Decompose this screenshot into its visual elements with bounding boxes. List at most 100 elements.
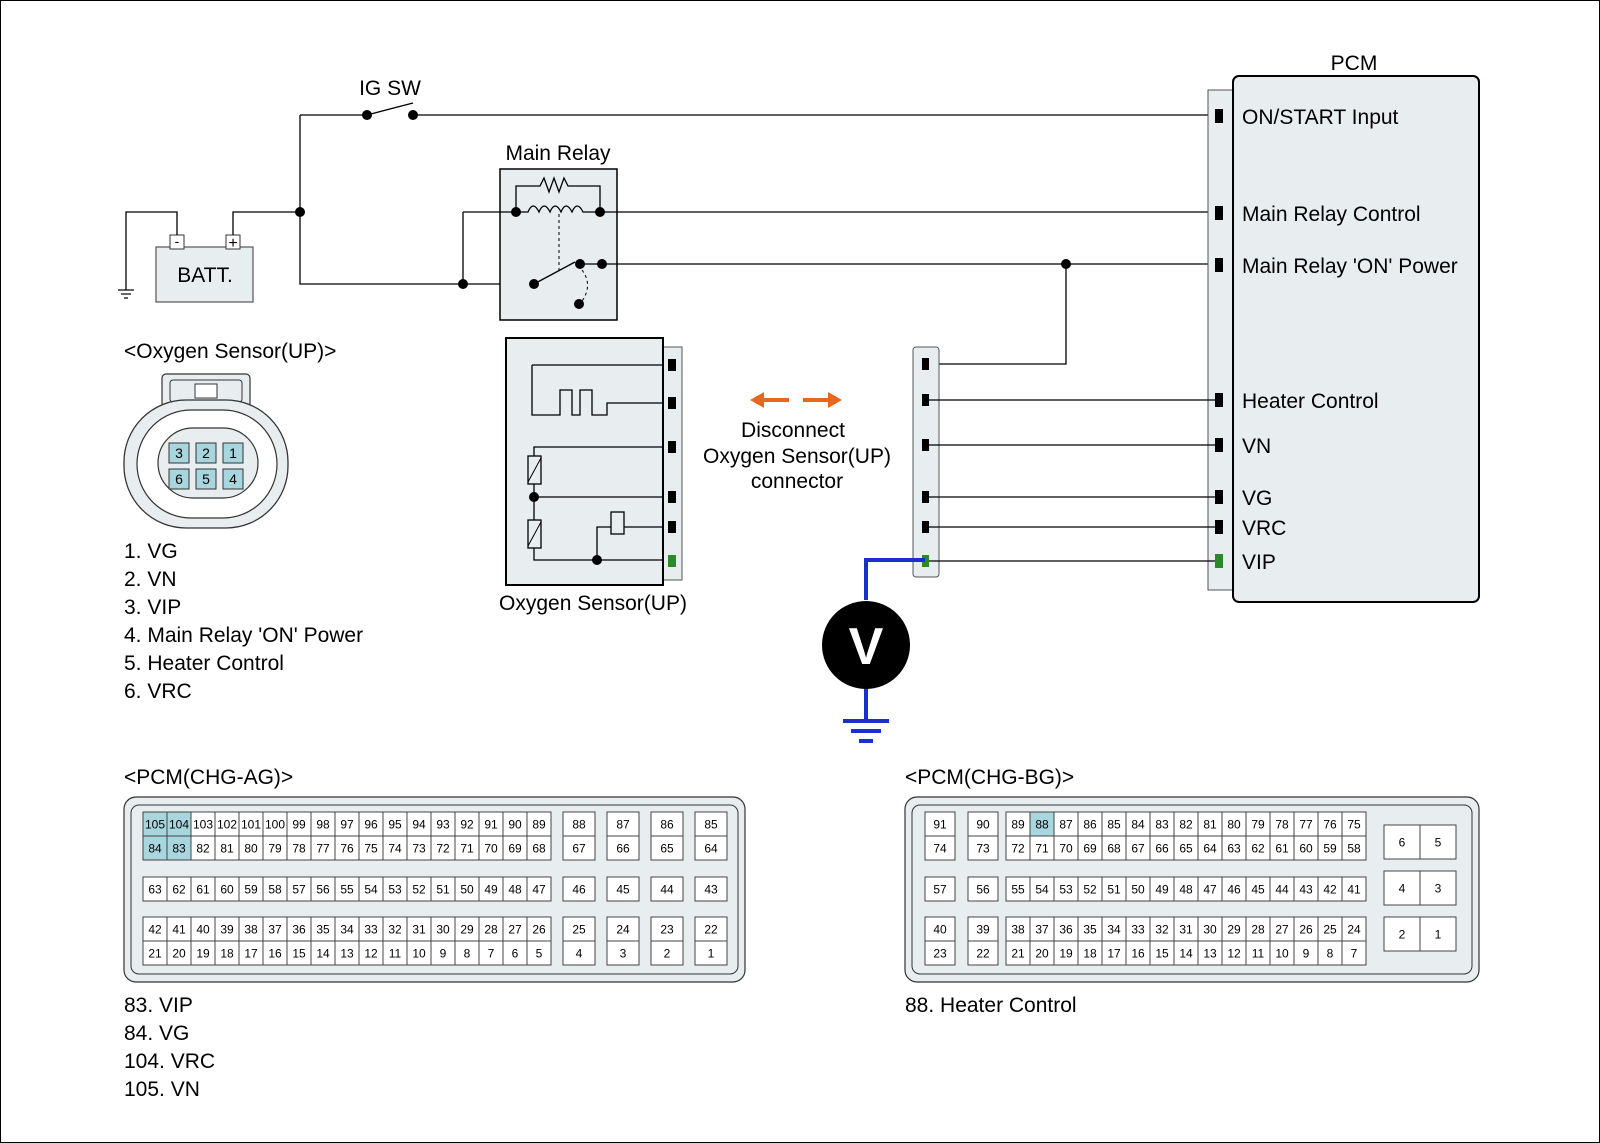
connector-pin-number: 60 (220, 883, 234, 897)
connector-pin-cell (1419, 870, 1457, 906)
pcm-pin-terminal (1215, 490, 1223, 504)
connector-pin-cell (1005, 916, 1031, 942)
connector-pin-number: 2 (664, 947, 671, 961)
connector-pin-cell (1125, 940, 1151, 966)
connector-pin-number: 13 (1203, 947, 1217, 961)
connector-pin-number: 48 (508, 883, 522, 897)
connector-pin-number: 1 (708, 947, 715, 961)
pcm-bg-title: <PCM(CHG-BG)> (905, 766, 1074, 789)
connector-pin-cell (478, 835, 504, 861)
connector-pin-number: 8 (464, 947, 471, 961)
connector-pin-number: 71 (460, 842, 474, 856)
pcm-pin-terminal (1215, 554, 1223, 568)
connector-pin-cell (1317, 876, 1343, 902)
connector-pin-cell (286, 876, 312, 902)
connector-pin-number: 7 (488, 947, 495, 961)
connector-pin-number: 17 (1107, 947, 1121, 961)
connector-pin-cell (238, 940, 264, 966)
pcm-pin-label: VG (1242, 487, 1272, 510)
connector-pin-number: 94 (412, 818, 426, 832)
legend-item: 1. VG (124, 540, 178, 563)
connector-pin-number: 27 (1275, 923, 1289, 937)
connector-pin-cell (430, 940, 456, 966)
connector-pin-number: 67 (572, 842, 586, 856)
harness-pin (922, 358, 929, 370)
connector-pin-number: 44 (660, 883, 674, 897)
connector-pin-cell (1101, 940, 1127, 966)
connector-pin-number: 14 (316, 947, 330, 961)
connector-pin-number: 31 (412, 923, 426, 937)
pcm-pin-label: VIP (1242, 551, 1276, 574)
sensor-pin (668, 491, 676, 503)
connector-pin-number: 43 (1299, 883, 1313, 897)
connector-pin-cell (1005, 835, 1031, 861)
connector-pin-number: 65 (660, 842, 674, 856)
connector-pin-number: 66 (1155, 842, 1169, 856)
pcm-box (1232, 75, 1480, 603)
connector-pin-cell (502, 811, 528, 837)
connector-pin-number: 86 (1083, 818, 1097, 832)
connector-pin-cell (310, 876, 336, 902)
meter-lead-positive (864, 558, 925, 600)
connector-pin-cell (1053, 835, 1079, 861)
connector-pin-number: 67 (1131, 842, 1145, 856)
connector-pin-cell (1383, 824, 1421, 860)
main-relay-label: Main Relay (505, 142, 611, 165)
connector-pin-number: 41 (172, 923, 186, 937)
connector-pin-number: 12 (1227, 947, 1241, 961)
connector-pin-number: 77 (316, 842, 330, 856)
connector-pin-number: 9 (1303, 947, 1310, 961)
pcm-connector-strip (1207, 89, 1235, 591)
connector-pin-number: 83 (172, 842, 186, 856)
connector-pin-number: 12 (364, 947, 378, 961)
connector-pin-number: 8 (1327, 947, 1334, 961)
connector-pin-number: 73 (976, 842, 990, 856)
oxygen-connector-pin (168, 468, 190, 490)
connector-pin-number: 26 (1299, 923, 1313, 937)
connector-pin-number: 36 (1059, 923, 1073, 937)
connector-pin-number: 24 (616, 923, 630, 937)
connector-pin-cell (1149, 835, 1175, 861)
connector-pin-number: 62 (1251, 842, 1265, 856)
connector-pin-cell (562, 876, 596, 902)
pcm-pin-terminal (1215, 520, 1223, 534)
connector-pin-number: 28 (484, 923, 498, 937)
connector-pin-cell (430, 876, 456, 902)
connector-pin-cell (967, 940, 999, 966)
connector-pin-cell (358, 876, 384, 902)
connector-pin-number: 63 (1227, 842, 1241, 856)
connector-pin-number: 39 (220, 923, 234, 937)
connector-pin-number: 29 (460, 923, 474, 937)
connector-pin-number: 49 (484, 883, 498, 897)
connector-pin-cell (1197, 811, 1223, 837)
connector-pin-cell (1197, 916, 1223, 942)
connector-pin-number: 88 (572, 818, 586, 832)
connector-pin-cell (190, 940, 216, 966)
connector-pin-number: 62 (172, 883, 186, 897)
connector-pin-number: 81 (220, 842, 234, 856)
connector-pin-number: 36 (292, 923, 306, 937)
connector-pin-number: 79 (268, 842, 282, 856)
connector-pin-cell (650, 940, 684, 966)
connector-pin-number: 32 (388, 923, 402, 937)
connector-pin-cell (1245, 811, 1271, 837)
connector-pin-cell (1419, 916, 1457, 952)
connector-pin-number: 57 (933, 883, 947, 897)
sensor-pin (668, 397, 676, 409)
connector-pin-number: 3 (620, 947, 627, 961)
connector-pin-number: 59 (244, 883, 258, 897)
connector-pin-cell (1125, 876, 1151, 902)
connector-pin-cell (606, 940, 640, 966)
connector-pin-number: 90 (508, 818, 522, 832)
connector-pin-cell (358, 811, 384, 837)
connector-pin-number: 68 (532, 842, 546, 856)
connector-pin-cell (382, 916, 408, 942)
connector-pin-number: 87 (616, 818, 630, 832)
connector-pin-number: 51 (1107, 883, 1121, 897)
connector-pin-number: 79 (1251, 818, 1265, 832)
oxygen-connector-pin (222, 442, 244, 464)
connector-pin-number: 81 (1203, 818, 1217, 832)
pcm-title: PCM (1331, 52, 1378, 75)
